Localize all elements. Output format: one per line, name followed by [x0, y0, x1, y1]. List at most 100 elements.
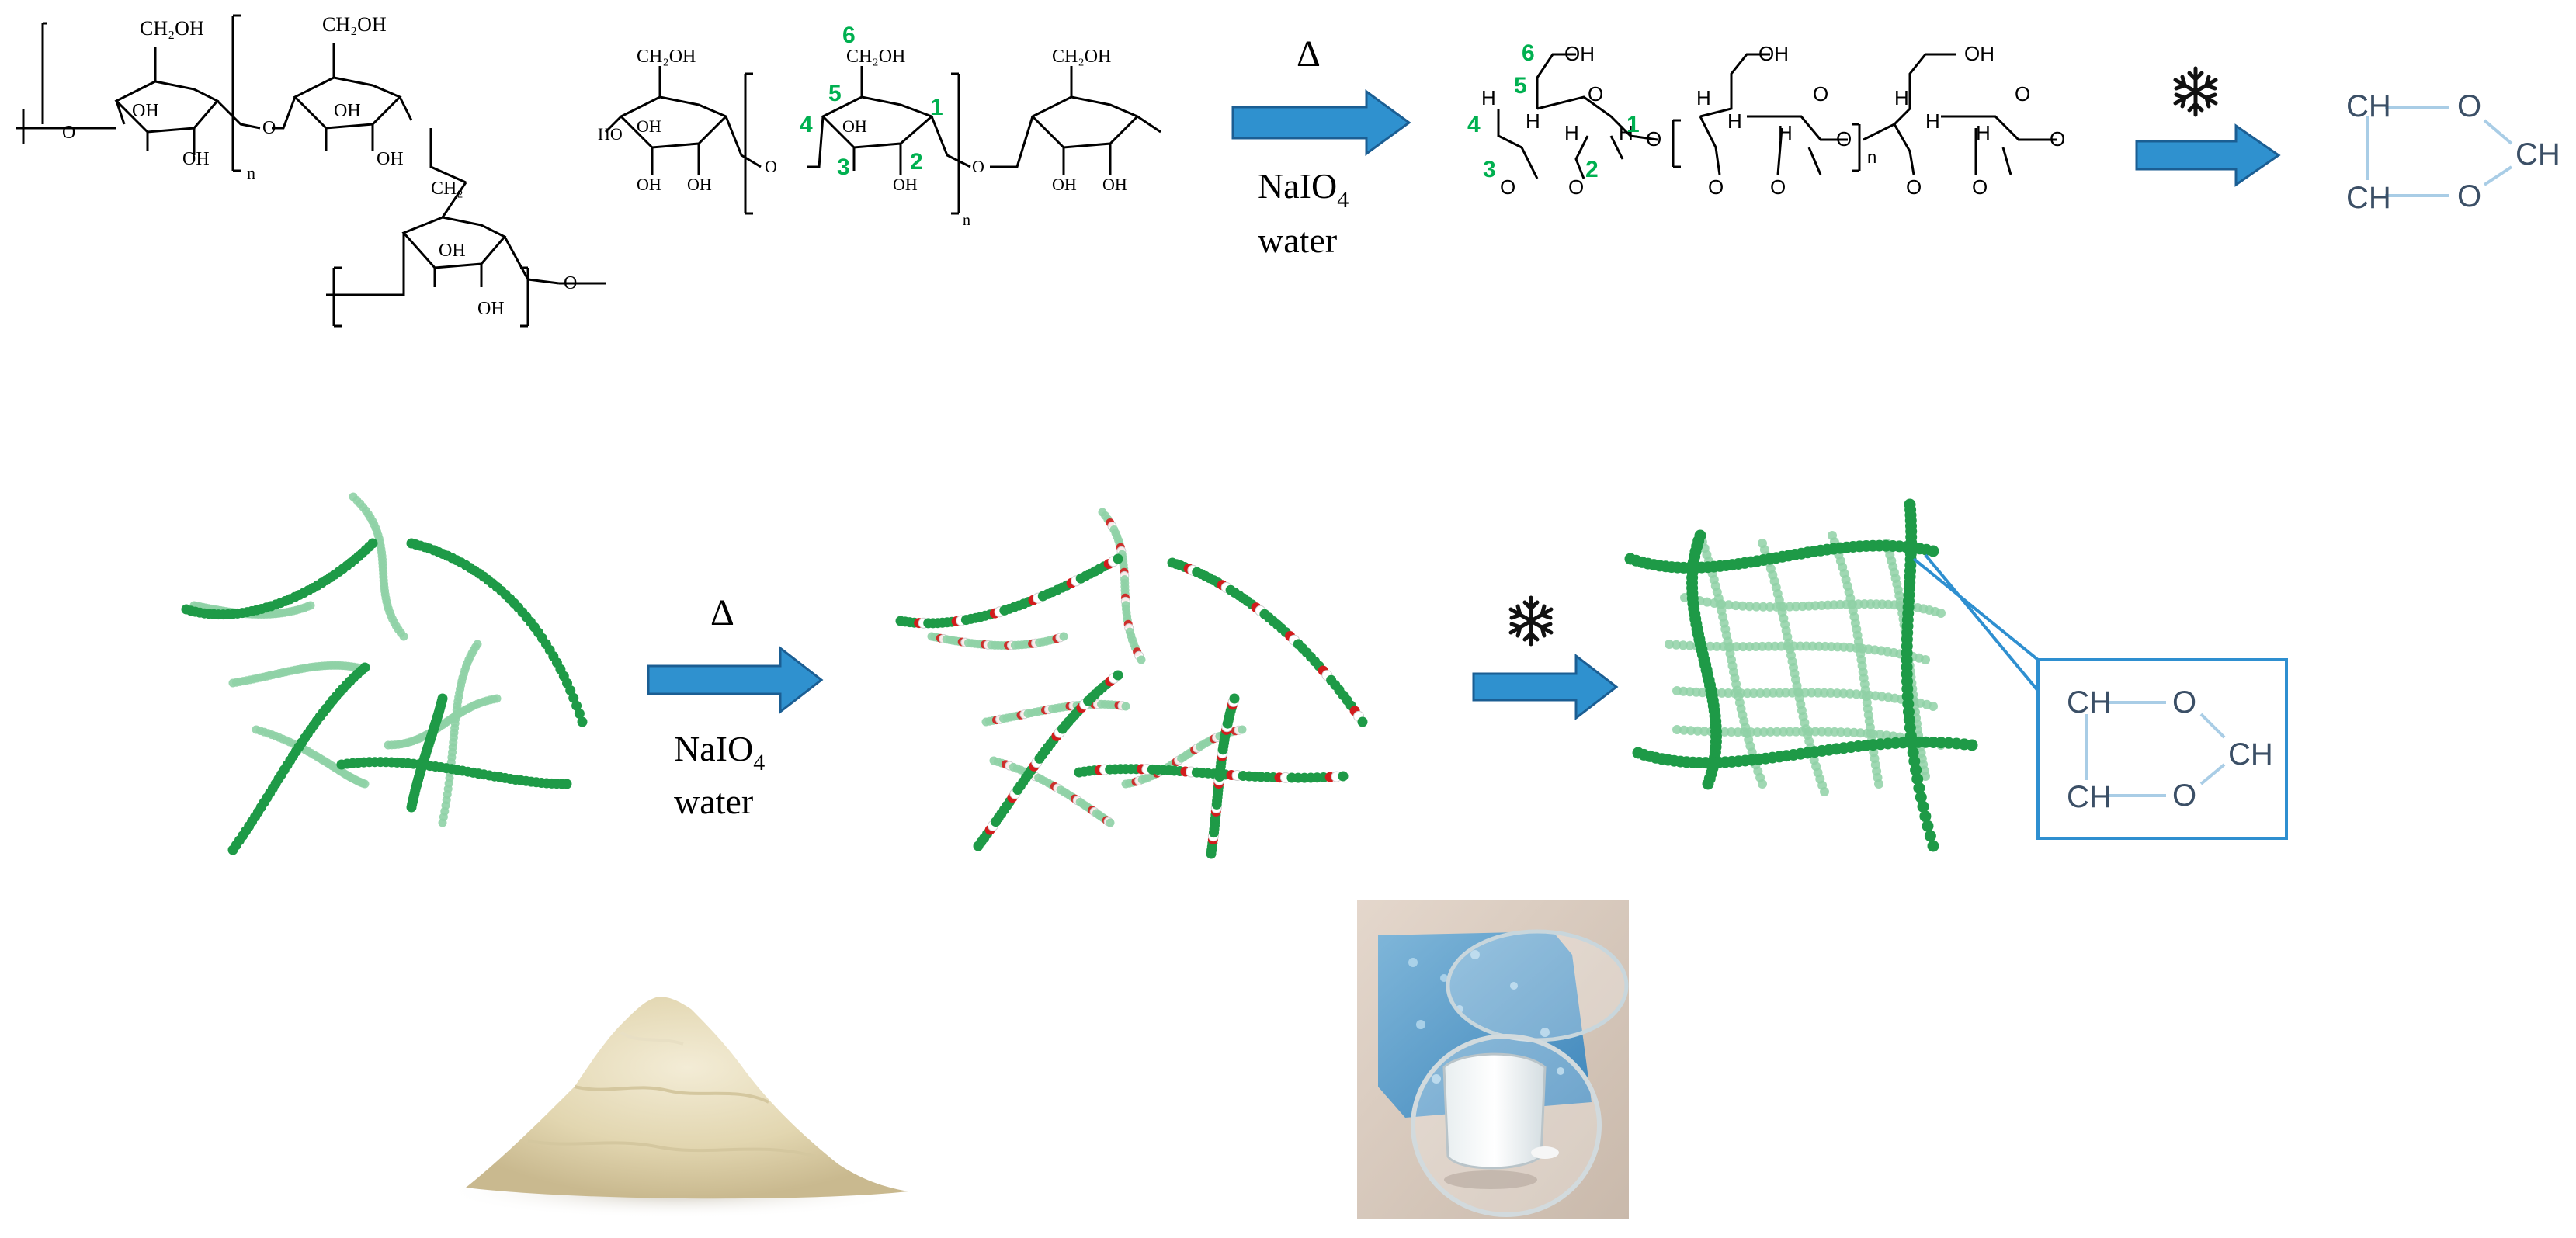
s1-o2: O: [262, 118, 276, 138]
dark-chain-bead: [367, 538, 378, 549]
dark-network-bead: [1922, 820, 1934, 832]
light-network-bead: [1733, 727, 1743, 737]
s1-oh-a2: OH: [182, 149, 210, 169]
light-network-bead: [1731, 642, 1741, 652]
dark-chain-bead: [571, 700, 582, 711]
s3-num-2: 2: [1585, 157, 1599, 182]
structure2-carbon-numbers: 6 5 1 4 3 2: [800, 23, 943, 180]
dark-network-bead: [1919, 810, 1932, 823]
dark-network-bead: [1915, 791, 1927, 803]
light-network-bead: [1745, 642, 1755, 652]
light-chain-bead: [1106, 818, 1115, 827]
structure2-labels: CH₂OH CH₂OH CH₂OH HO OH OH OH OH OH OH O…: [598, 47, 1127, 229]
light-network-bead: [1765, 727, 1776, 737]
dark-chain-bead: [577, 716, 588, 727]
s3-h-1: H: [1481, 86, 1496, 109]
top-arrow-naio-text: NaIO: [1258, 166, 1337, 206]
s2-num-5: 5: [828, 81, 842, 106]
s3-h-7: H: [1894, 86, 1909, 109]
s3-num-4: 4: [1467, 112, 1481, 137]
s3-h-4: H: [1696, 86, 1711, 109]
dark-chain-bead: [1113, 670, 1123, 681]
middle-arrow-naio-text: NaIO: [674, 729, 753, 768]
dark-network-bead: [1910, 764, 1922, 776]
s3-n: n: [1867, 147, 1876, 167]
s1-o3: O: [564, 273, 577, 293]
light-network-bead: [1742, 688, 1752, 699]
light-network-bead: [1874, 779, 1883, 789]
light-chain-bead: [1121, 702, 1130, 711]
light-network-bead: [1665, 640, 1674, 649]
oxidized-dextran-chains: [895, 508, 1368, 859]
white-cryogel: [1442, 1052, 1547, 1170]
top-arrow-shape: [1231, 89, 1411, 156]
light-network-bead: [1921, 655, 1930, 664]
top-acetal-o-bottom: O: [2457, 179, 2481, 213]
dark-chain-bead: [574, 708, 585, 719]
top-freeze-arrow: [2135, 66, 2281, 187]
light-chain-bead: [492, 694, 502, 703]
s3-num-3: 3: [1483, 157, 1496, 182]
s2-ch2oh-c: CH₂OH: [1052, 47, 1111, 67]
callout-o-top: O: [2172, 685, 2196, 720]
dark-chain-bead: [359, 662, 370, 673]
s3-o-ring-1: O: [1588, 82, 1603, 106]
structure3-labels: OH OH OH H H H H H H H H H H O O O O O O…: [1481, 42, 2065, 199]
top-acetal-ch-right: CH: [2515, 137, 2560, 172]
structure3-carbon-numbers: 6 5 4 3 2 1: [1467, 40, 1640, 182]
s2-oh-4: OH: [687, 175, 712, 194]
light-network-bead: [1692, 726, 1703, 736]
light-network-bead: [1731, 601, 1741, 611]
s1-ch2: CH₂: [431, 179, 463, 199]
light-network-bead: [1758, 602, 1769, 612]
dark-network-bead: [1702, 778, 1714, 790]
light-network-bead: [1724, 688, 1733, 698]
dextran-structure-1: [16, 14, 606, 328]
s2-ch2oh-a: CH₂OH: [637, 47, 696, 67]
top-reaction-arrow: Δ NaIO4 water: [1231, 33, 1411, 260]
light-chain-bead: [438, 818, 447, 827]
light-chain-bead: [1059, 632, 1068, 641]
light-network-bead: [1738, 642, 1748, 652]
light-chain-bead: [1238, 725, 1247, 734]
s3-h-2: H: [1526, 109, 1540, 133]
s2-oh-1: HO: [598, 124, 623, 144]
top-arrow-delta: Δ: [1297, 33, 1321, 75]
dark-network-bead: [1908, 755, 1921, 768]
s3-o-link-2: O: [1836, 127, 1852, 151]
s1-oh-b2: OH: [377, 149, 404, 169]
s1-oh-a1: OH: [132, 101, 159, 121]
s3-oh-3: OH: [1964, 42, 1994, 65]
dark-chain-bead: [1113, 553, 1123, 564]
light-chain-bead: [306, 601, 315, 610]
light-chain-bead: [360, 779, 370, 789]
light-network-bead: [1765, 602, 1775, 612]
dark-network-bead: [1917, 800, 1929, 813]
s1-oh-c1: OH: [439, 241, 466, 261]
light-chain-bead: [1137, 655, 1146, 664]
dark-chain-bead: [568, 692, 579, 703]
cryogel-network-chains: [1624, 498, 1978, 852]
middle-arrow-shape: [647, 645, 824, 715]
light-network-bead: [1759, 727, 1769, 737]
s3-o-link-1: O: [1646, 127, 1661, 151]
s3-o-co-3: O: [1708, 175, 1724, 199]
s3-o-co-4: O: [1770, 175, 1786, 199]
s2-oh-7: OH: [1052, 175, 1077, 194]
middle-arrow-sub4: 4: [753, 750, 765, 775]
light-network-bead: [1679, 725, 1689, 735]
s3-o-ring-3: O: [2015, 82, 2030, 106]
light-chain-bead: [399, 632, 408, 641]
top-acetal-ch-top: CH: [2346, 89, 2391, 123]
dark-chain-bead: [437, 693, 448, 704]
light-network-bead: [1745, 602, 1755, 612]
s1-oh-b1: OH: [334, 101, 361, 121]
middle-arrow-delta: Δ: [710, 592, 734, 633]
s3-num-6: 6: [1522, 40, 1535, 66]
light-network-bead: [1781, 688, 1791, 698]
dark-network-bead: [1907, 747, 1919, 759]
s2-num-2: 2: [910, 149, 923, 175]
s3-h-8: H: [1925, 109, 1940, 133]
s3-h-6: H: [1778, 121, 1793, 144]
s2-n: n: [963, 212, 970, 229]
